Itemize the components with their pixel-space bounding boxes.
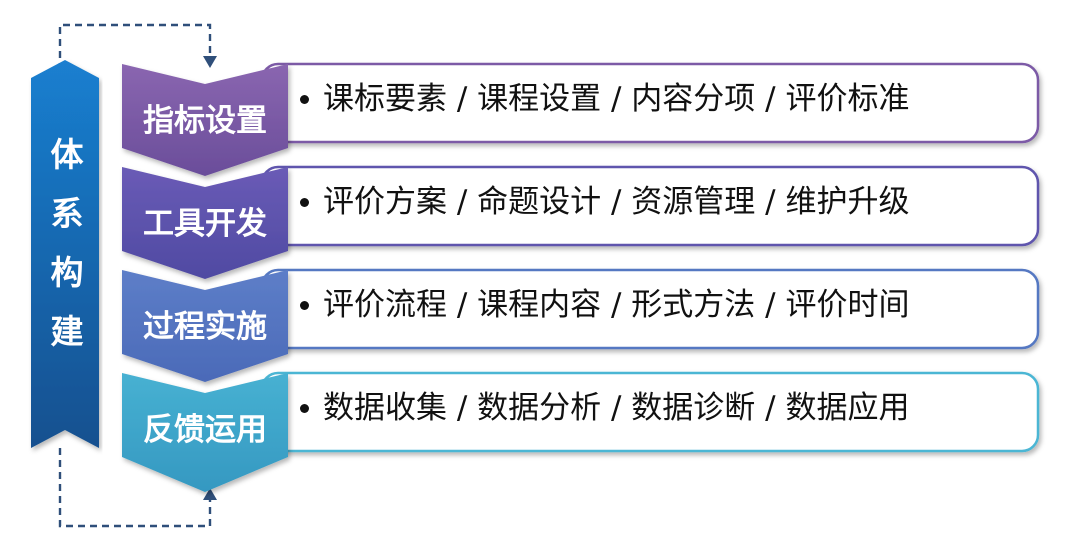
bullet-icon (300, 301, 309, 310)
loop-line-bottom (58, 448, 212, 528)
stage-chevron-2 (122, 167, 288, 279)
row-text-1: 课标要素 / 课程设置 / 内容分项 / 评价标准 (300, 84, 1030, 115)
row-text-2: 评价方案 / 命题设计 / 资源管理 / 维护升级 (300, 187, 1030, 218)
stage-label-3: 过程实施 (143, 309, 267, 345)
row-items: 评价方案 / 命题设计 / 资源管理 / 维护升级 (323, 184, 910, 220)
side-title-char: 构 (50, 253, 84, 292)
stage-chevron-1 (122, 64, 288, 176)
row-text-3: 评价流程 / 课程内容 / 形式方法 / 评价时间 (300, 290, 1030, 321)
stage-chevron-4 (122, 373, 288, 492)
loop-arrowhead-bottom (203, 488, 217, 500)
row-text-4: 数据收集 / 数据分析 / 数据诊断 / 数据应用 (300, 393, 1030, 424)
side-title: 体 系 构 建 (33, 138, 101, 348)
side-arrow (31, 60, 99, 448)
stage-chevron-3 (122, 270, 288, 382)
bullet-icon (300, 198, 309, 207)
side-title-char: 建 (50, 312, 84, 351)
stage-label-1: 指标设置 (143, 103, 267, 139)
loop-arrowhead-top (203, 56, 217, 68)
side-title-char: 系 (50, 194, 84, 233)
stage-label-2: 工具开发 (143, 206, 267, 242)
side-title-char: 体 (50, 135, 84, 174)
row-items: 数据收集 / 数据分析 / 数据诊断 / 数据应用 (323, 390, 910, 426)
row-items: 评价流程 / 课程内容 / 形式方法 / 评价时间 (323, 287, 910, 323)
bullet-icon (300, 404, 309, 413)
row-items: 课标要素 / 课程设置 / 内容分项 / 评价标准 (323, 81, 910, 117)
bullet-icon (300, 95, 309, 104)
stage-label-4: 反馈运用 (143, 412, 267, 448)
loop-line-top (58, 23, 212, 70)
